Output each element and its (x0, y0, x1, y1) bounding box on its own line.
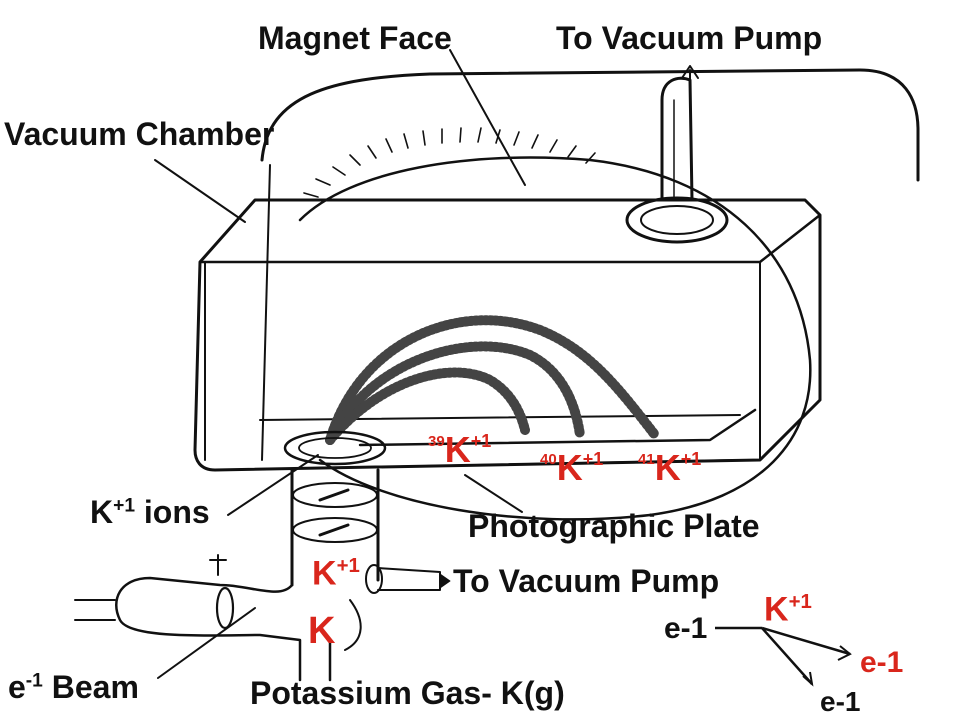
k-ions-word: ions (135, 494, 210, 530)
inset-electron-out-2: e-1 (820, 686, 861, 717)
isotope-40-mass: 40 (540, 451, 557, 468)
beam-symbol: e (8, 669, 26, 705)
isotope-39-symbol: K (444, 429, 471, 470)
isotope-39-charge: +1 (470, 431, 492, 451)
isotope-41-mass: 41 (638, 451, 655, 468)
potassium-gas-label: Potassium Gas- K(g) (250, 675, 565, 711)
ion-tube (290, 468, 380, 587)
field-lines (303, 127, 596, 198)
ion-paths (325, 315, 660, 445)
inset-reaction (715, 626, 852, 687)
vacuum-chamber (193, 198, 822, 472)
isotope-39-label: 39K+1 (428, 432, 491, 468)
photographic-plate-label: Photographic Plate (468, 508, 760, 544)
vacuum-pump-top-label: To Vacuum Pump (556, 20, 823, 56)
electron-beam-label: e-1 Beam (8, 671, 139, 703)
inset-k-ion-charge: +1 (788, 591, 812, 613)
magnet-face (298, 156, 812, 521)
tube-ion-charge: +1 (336, 555, 360, 577)
magnet-face-label: Magnet Face (258, 20, 452, 56)
isotope-39-mass: 39 (428, 433, 445, 450)
inset-k-ion-symbol: K (764, 590, 789, 629)
vacuum-pump-bottom-label: To Vacuum Pump (453, 563, 720, 599)
tube-ion-label: K+1 (312, 554, 360, 593)
electron-gun (115, 576, 332, 682)
k-ions-symbol: K (90, 494, 114, 530)
isotope-40-symbol: K (556, 447, 583, 488)
inset-electron-in: e-1 (664, 612, 708, 645)
isotope-41-charge: +1 (680, 449, 702, 469)
k-ions-charge: +1 (113, 495, 135, 517)
photographic-plate (358, 408, 757, 447)
isotope-40-label: 40K+1 (540, 450, 603, 486)
tube-ion-symbol: K (312, 554, 337, 593)
isotope-41-label: 41K+1 (638, 450, 701, 486)
inset-electron-out-1: e-1 (860, 646, 904, 679)
isotope-40-charge: +1 (582, 449, 604, 469)
inset-k-ion: K+1 (764, 590, 812, 629)
tube-atom-label: K (308, 610, 336, 652)
beam-word: Beam (42, 669, 139, 705)
k-ions-label: K+1 ions (90, 496, 210, 528)
magnet-outline (260, 68, 920, 182)
beam-charge: -1 (25, 670, 43, 692)
vacuum-chamber-label: Vacuum Chamber (4, 116, 275, 152)
isotope-41-symbol: K (654, 447, 681, 488)
